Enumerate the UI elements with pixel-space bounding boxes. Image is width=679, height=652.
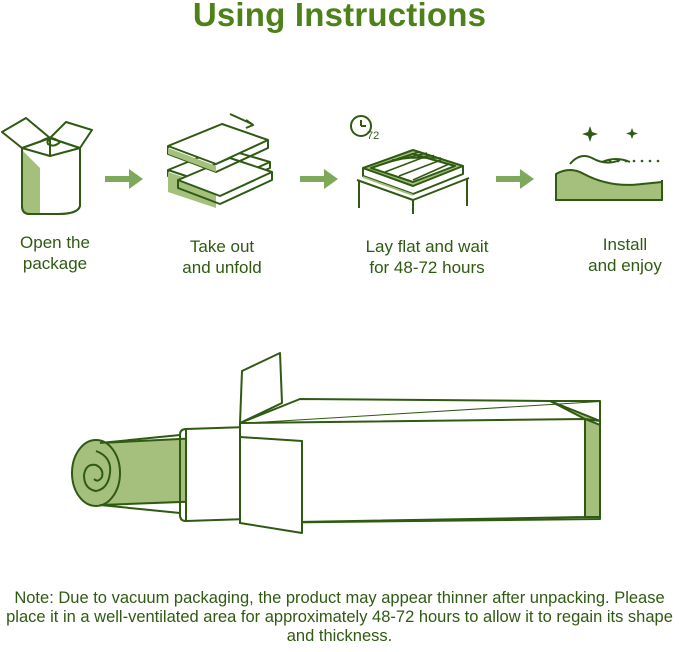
right-arrow-icon [496,169,534,189]
right-arrow-icon [300,169,338,189]
rolled-mattress-in-box-icon [71,352,601,534]
packaging-note: Note: Due to vacuum packaging, the produ… [6,589,673,645]
mattress-timer-icon: 72 [350,115,470,214]
unfold-mattress-icon [167,113,273,208]
page-title: Using Instructions [192,0,487,33]
expanded-mattress-icon [555,126,663,201]
step-label-unfold: Take out and unfold [182,237,262,277]
step-label-open: Open the package [20,233,90,273]
right-arrow-icon [105,169,143,189]
step-label-install: Install and enjoy [588,235,662,275]
timer-text: 72 [367,130,379,142]
open-box-icon [1,117,93,215]
step-label-wait: Lay flat and wait for 48-72 hours [365,237,489,277]
